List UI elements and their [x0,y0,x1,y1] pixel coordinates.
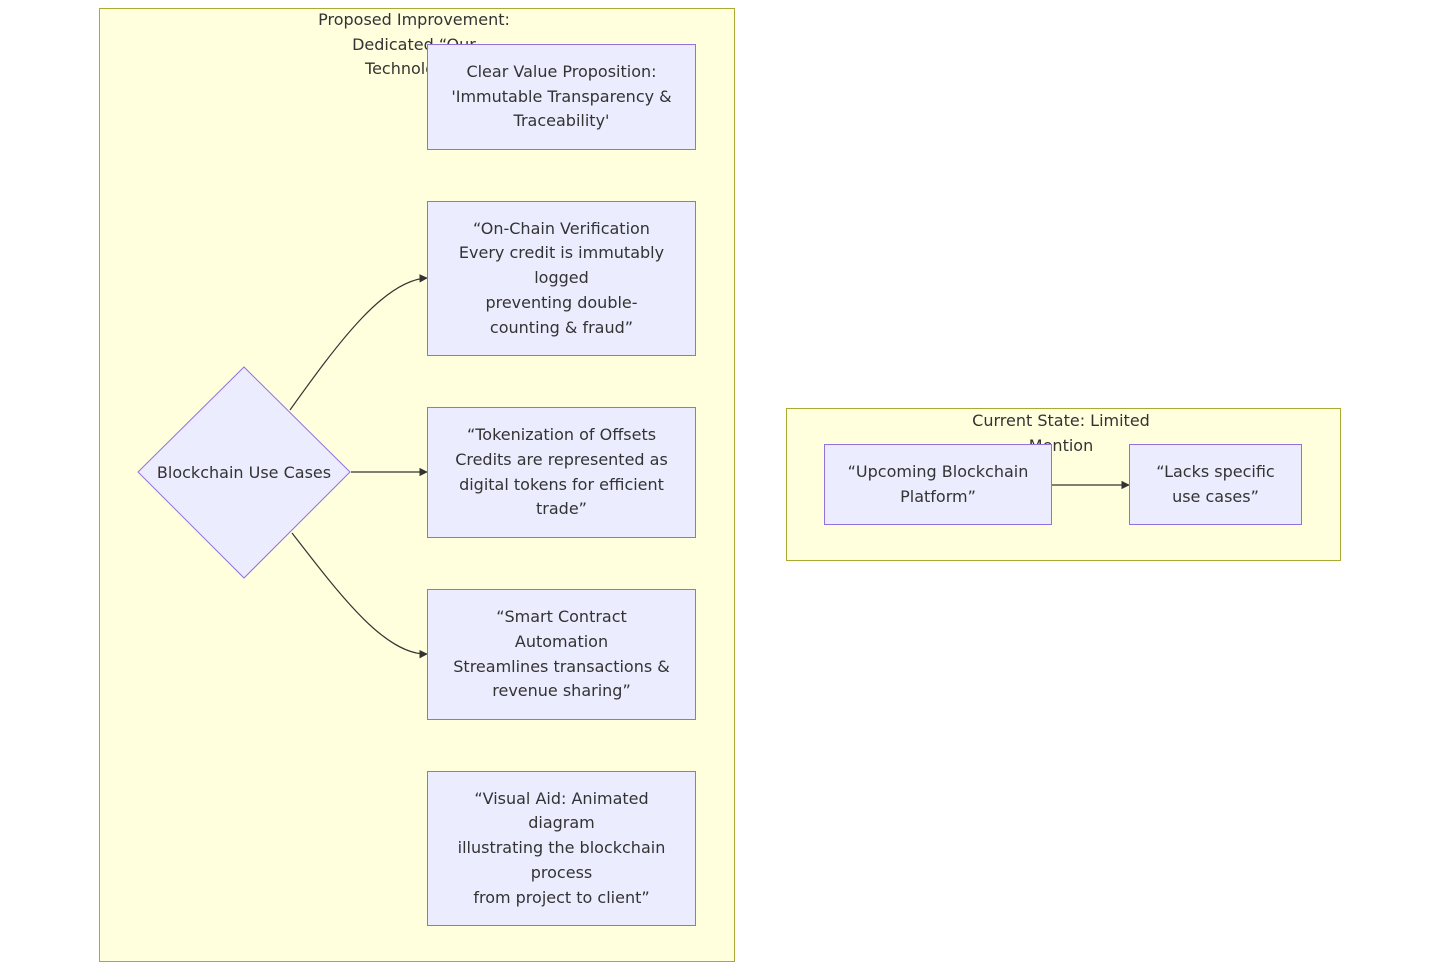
node-smart-contract-automation: “Smart Contract Automation Streamlines t… [427,589,696,720]
node-visual-aid: “Visual Aid: Animated diagram illustrati… [427,771,696,926]
node-lacks-specific-use-cases: “Lacks specific use cases” [1129,444,1302,525]
node-value-proposition-overlay: Clear Value Proposition: 'Immutable Tran… [427,44,696,150]
node-on-chain-verification: “On-Chain Verification Every credit is i… [427,201,696,356]
cluster-title-current: Current State: Limited Mention [972,411,1150,455]
node-tokenization-of-offsets: “Tokenization of Offsets Credits are rep… [427,407,696,538]
decision-label: Blockchain Use Cases [156,462,332,482]
node-upcoming-blockchain-platform-overlay: “Upcoming Blockchain Platform” [824,444,1052,525]
